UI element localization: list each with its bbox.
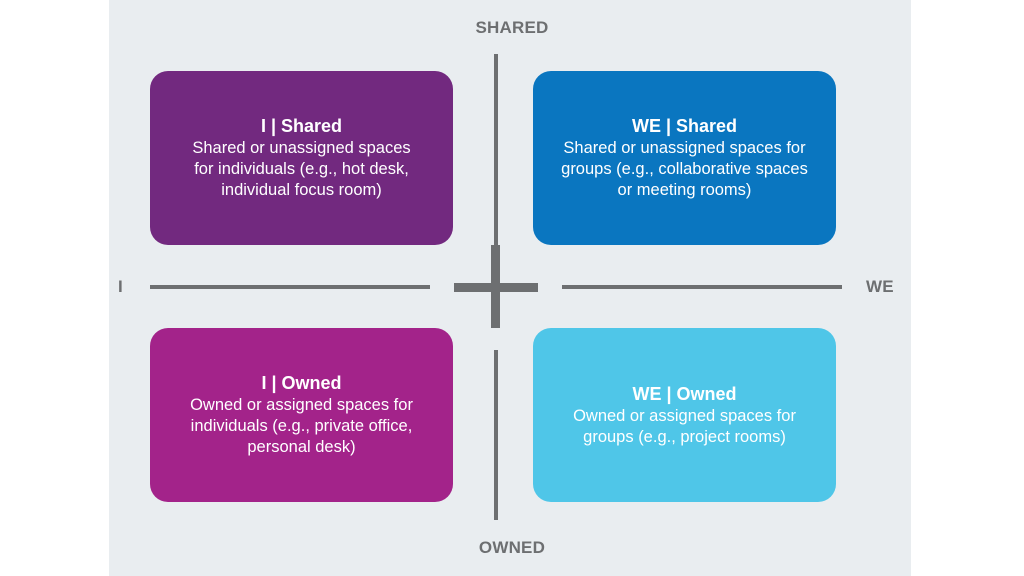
quadrant-we-owned-description: Owned or assigned spaces for groups (e.g…	[573, 406, 796, 446]
axis-label-shared: SHARED	[475, 18, 549, 37]
quadrant-we-shared-title: WE | Shared	[631, 116, 738, 136]
center-cross-horizontal	[454, 283, 538, 292]
quadrant-we-shared: WE | Shared Shared or unassigned spaces …	[533, 71, 836, 245]
axis-label-we: WE	[866, 277, 894, 296]
quadrant-i-shared-description: Shared or unassigned spaces for individu…	[192, 139, 411, 199]
vertical-axis-bottom	[494, 350, 498, 520]
quadrant-i-shared: I | Shared Shared or unassigned spaces f…	[150, 71, 453, 245]
vertical-axis-top	[494, 54, 498, 245]
quadrant-we-owned-title: WE | Owned	[632, 383, 737, 404]
horizontal-axis-left	[150, 285, 430, 289]
quadrant-i-owned-title: I | Owned	[261, 373, 342, 393]
quadrant-we-owned: WE | Owned Owned or assigned spaces for …	[533, 328, 836, 502]
quadrant-i-shared-title: I | Shared	[260, 116, 343, 136]
axis-label-owned: OWNED	[478, 538, 546, 557]
horizontal-axis-right	[562, 285, 842, 289]
axis-label-i: I	[118, 277, 123, 296]
quadrant-i-owned: I | Owned Owned or assigned spaces for i…	[150, 328, 453, 502]
quadrant-we-shared-description: Shared or unassigned spaces for groups (…	[561, 139, 808, 199]
quadrant-i-owned-description: Owned or assigned spaces for individuals…	[190, 396, 413, 456]
